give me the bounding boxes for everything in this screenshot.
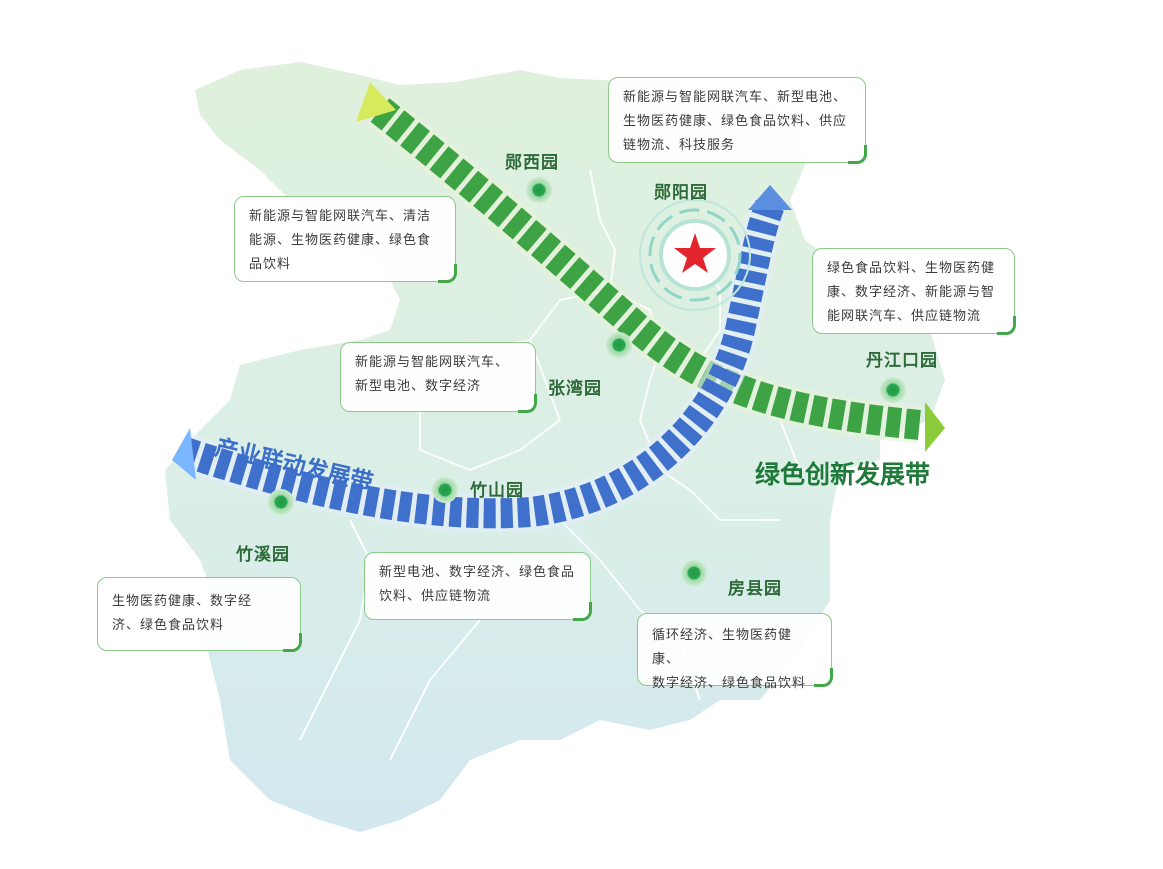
industry-line: 生物医药健康、绿色食品饮料、供应 (623, 114, 848, 129)
industry-box-fangxian: 循环经济、生物医药健康、 数字经济、绿色食品饮料 (637, 613, 833, 691)
park-name-zhuxi: 竹溪园 (236, 545, 290, 565)
yunyang-marker (639, 199, 751, 311)
industry-line: 链物流、科技服务 (623, 138, 736, 153)
park-name-yunxi: 郧西园 (505, 153, 559, 173)
industry-line: 新型电池、数字经济 (355, 379, 482, 394)
industry-line: 济、绿色食品饮料 (112, 618, 225, 633)
industry-box-zhushan: 新型电池、数字经济、绿色食品 饮料、供应链物流 (364, 552, 592, 621)
industry-line: 新型电池、数字经济、绿色食品 (379, 565, 576, 580)
park-dot-icon (432, 477, 458, 503)
park-name-zhangwan: 张湾园 (548, 379, 602, 399)
industry-line: 生物医药健康、数字经 (112, 594, 253, 609)
park-dots (268, 177, 906, 586)
park-name-zhushan: 竹山园 (470, 481, 524, 501)
industry-box-zhangwan: 新能源与智能网联汽车、 新型电池、数字经济 (340, 342, 537, 413)
industry-line: 康、数字经济、新能源与智 (827, 285, 996, 300)
park-dot-icon (606, 332, 632, 358)
park-dot-icon (268, 489, 294, 515)
industry-line: 饮料、供应链物流 (379, 589, 492, 604)
blue-belt-arrowhead-start (172, 428, 196, 480)
industry-line: 循环经济、生物医药健康、 (652, 628, 793, 667)
industry-box-yunxi: 新能源与智能网联汽车、清洁 能源、生物医药健康、绿色食 品饮料 (234, 196, 457, 283)
industry-line: 绿色食品饮料、生物医药健 (827, 261, 996, 276)
red-star-icon (674, 233, 716, 273)
blue-belt-arrowhead-end (748, 185, 792, 210)
industry-line: 品饮料 (249, 257, 292, 272)
blue-belt-band (179, 197, 788, 533)
park-name-danjiangkou: 丹江口园 (866, 351, 938, 371)
industry-line: 新能源与智能网联汽车、新型电池、 (623, 90, 848, 105)
park-dot-icon (526, 177, 552, 203)
park-dot-icon (681, 560, 707, 586)
park-name-yunyang: 郧阳园 (654, 183, 708, 203)
industry-line: 数字经济、绿色食品饮料 (652, 676, 807, 691)
green-belt-band (368, 95, 922, 444)
green-belt-title: 绿色创新发展带 (755, 460, 931, 489)
park-name-fangxian: 房县园 (728, 579, 782, 599)
green-belt-arrowhead-end (925, 402, 945, 452)
industry-line: 新能源与智能网联汽车、 (355, 355, 510, 370)
industry-box-yunyang: 新能源与智能网联汽车、新型电池、 生物医药健康、绿色食品饮料、供应 链物流、科技… (608, 77, 867, 164)
industry-box-danjiangkou: 绿色食品饮料、生物医药健 康、数字经济、新能源与智 能网联汽车、供应链物流 (812, 248, 1016, 335)
park-dot-icon (880, 377, 906, 403)
green-belt-arrowhead-start (356, 82, 396, 122)
industry-line: 新能源与智能网联汽车、清洁 (249, 209, 432, 224)
industry-box-zhuxi: 生物医药健康、数字经 济、绿色食品饮料 (97, 577, 302, 652)
industry-line: 能网联汽车、供应链物流 (827, 309, 982, 324)
industry-line: 能源、生物医药健康、绿色食 (249, 233, 432, 248)
